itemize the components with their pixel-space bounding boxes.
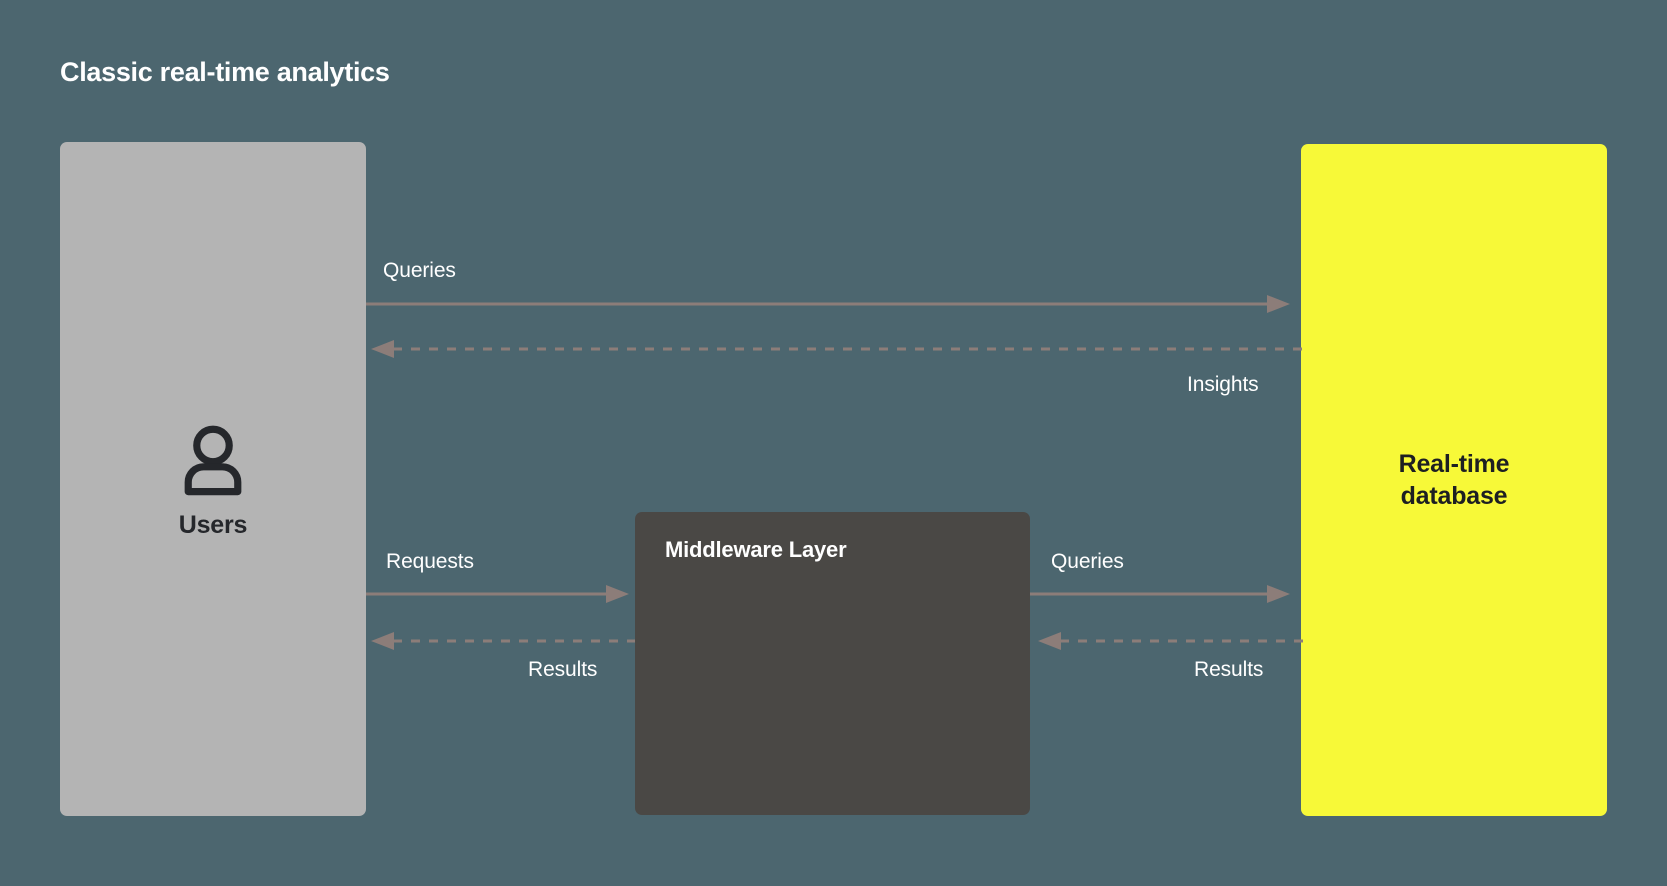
node-users-label: Users [178, 510, 248, 539]
edge-label-database-to-middleware-results: Results [1194, 658, 1264, 681]
node-middleware[interactable]: Middleware Layer [635, 512, 1030, 815]
node-database-label-line2: database [1400, 482, 1508, 510]
connector-middleware-to-database-queries [1030, 583, 1290, 605]
node-database[interactable]: Real-time database [1301, 144, 1607, 816]
connector-database-to-users-insights [371, 338, 1305, 360]
edge-label-database-to-users-insights: Insights [1187, 373, 1259, 396]
connector-users-to-database-queries [366, 293, 1290, 315]
connector-users-to-middleware-requests [366, 583, 629, 605]
edge-label-middleware-to-users-results: Results [528, 658, 598, 681]
edge-label-users-to-database-queries: Queries [383, 259, 456, 282]
connector-middleware-to-users-results [371, 630, 635, 652]
edge-label-users-to-middleware-requests: Requests [386, 550, 474, 573]
node-database-label: Real-time database [1301, 144, 1607, 816]
user-icon [172, 419, 254, 501]
node-middleware-label: Middleware Layer [665, 537, 847, 562]
node-users-content: Users [60, 142, 366, 816]
node-users[interactable]: Users [60, 142, 366, 816]
connector-database-to-middleware-results [1038, 630, 1305, 652]
node-database-label-line1: Real-time [1398, 450, 1510, 478]
page-title: Classic real-time analytics [60, 57, 390, 87]
edge-label-middleware-to-database-queries: Queries [1051, 550, 1124, 573]
